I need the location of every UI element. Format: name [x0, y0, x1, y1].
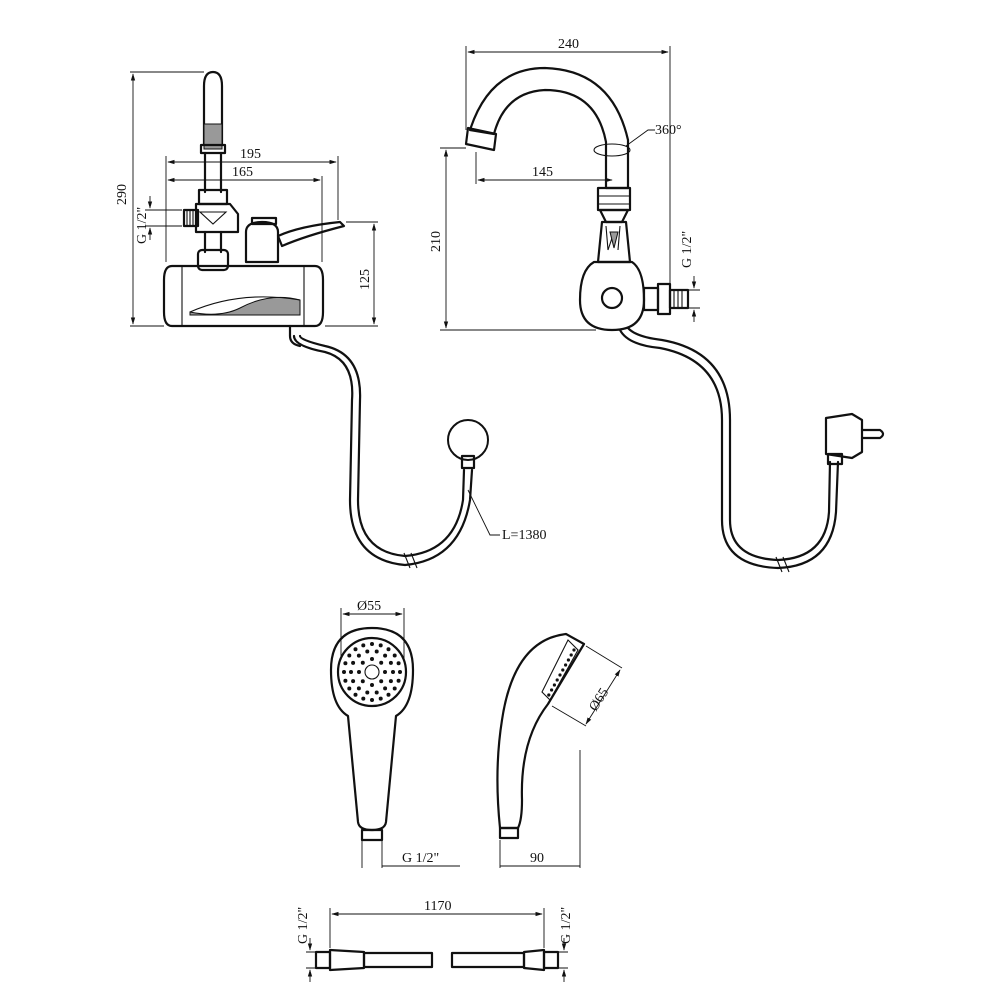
spray-hole	[383, 686, 388, 691]
spray-hole	[388, 679, 393, 684]
spray-hole	[370, 698, 374, 702]
spray-hole	[379, 660, 384, 665]
spray-hole	[361, 643, 366, 648]
spray-hole	[383, 653, 388, 658]
spray-hole	[360, 660, 365, 665]
side-spray-hole	[566, 658, 571, 662]
hose-right-ferrule	[522, 948, 546, 972]
dim-front-outer-width: 195	[240, 147, 261, 162]
dim-head-thread: G 1/2"	[402, 851, 439, 866]
spray-hole	[357, 670, 361, 674]
side-spray-hole	[555, 678, 559, 682]
spray-hole	[365, 649, 370, 654]
spray-hole	[378, 643, 383, 648]
front-view: L=1380 290 195 165 G 1/2" 125	[115, 70, 546, 569]
spray-hole	[386, 692, 391, 697]
side-heater-body	[578, 260, 646, 332]
spray-hole	[391, 670, 395, 674]
spray-hole	[351, 660, 356, 665]
dim-front-inner-width: 165	[232, 165, 253, 180]
front-shower-ball	[447, 419, 489, 461]
dim-side-spout-reach: 145	[532, 165, 553, 180]
spray-hole	[343, 678, 348, 683]
side-spray-hole	[569, 653, 573, 657]
front-valve-block	[194, 202, 240, 234]
side-plug	[824, 412, 864, 460]
side-inlet-thread	[668, 288, 690, 310]
side-spray-holes	[547, 648, 576, 697]
shower-side-thread	[498, 826, 520, 840]
dim-side-rotation: 360°	[655, 123, 682, 138]
spray-hole	[351, 679, 356, 684]
side-power-cord	[618, 328, 840, 570]
spray-hole	[356, 686, 361, 691]
dim-head-side-diameter: Ø65	[587, 686, 613, 714]
spray-hole	[353, 692, 358, 697]
dim-front-total-height: 290	[115, 184, 130, 205]
front-heater-body	[162, 264, 325, 328]
shower-head-side: Ø65 90	[496, 632, 623, 868]
dim-side-inlet-thread: G 1/2"	[680, 231, 695, 268]
dim-side-width: 240	[558, 37, 579, 52]
side-spray-hole	[550, 688, 554, 692]
front-spout	[202, 70, 224, 147]
spray-hole	[347, 653, 352, 658]
hose-right-section	[450, 951, 526, 969]
side-spray-hole	[547, 693, 551, 697]
dim-side-height: 210	[429, 231, 444, 252]
spray-hole	[365, 690, 370, 695]
shower-head-front: Ø55 G 1/2"	[329, 599, 460, 868]
front-power-cord	[292, 334, 474, 567]
spray-hole	[379, 679, 384, 684]
spray-hole	[343, 661, 348, 666]
side-spray-hole	[552, 683, 557, 687]
side-curved-spout	[468, 66, 630, 190]
spray-hole	[396, 661, 401, 666]
spray-hole	[374, 649, 379, 654]
spray-hole	[383, 670, 387, 674]
spray-hole	[378, 696, 383, 701]
spray-hole	[392, 686, 397, 691]
hose-left-section	[362, 951, 434, 969]
side-spray-hole	[564, 663, 568, 667]
hose-left-nut	[314, 950, 332, 970]
spray-hole	[374, 690, 379, 695]
spray-hole	[370, 657, 374, 661]
side-spray-hole	[561, 668, 565, 672]
front-lever	[244, 220, 280, 264]
dim-head-diameter: Ø55	[357, 599, 381, 614]
spray-hole	[356, 653, 361, 658]
dim-front-body-height: 125	[358, 269, 373, 290]
dim-shower-hose-length: 1170	[424, 899, 451, 914]
hose-right-nut	[542, 950, 560, 970]
spray-hole	[347, 686, 352, 691]
spray-hole	[392, 653, 397, 658]
dim-hose-thread-right: G 1/2"	[559, 907, 574, 944]
front-inlet-thread	[182, 208, 200, 228]
dim-head-side-depth: 90	[530, 851, 544, 866]
side-spray-hole	[572, 648, 576, 652]
spray-hole	[349, 670, 353, 674]
spray-hole	[396, 678, 401, 683]
spray-hole	[398, 670, 402, 674]
shower-hose: 1170 G 1/2" G 1/2"	[296, 899, 574, 982]
spray-hole	[360, 679, 365, 684]
spray-holes	[342, 642, 402, 702]
spray-hole	[370, 683, 374, 687]
spray-hole	[388, 660, 393, 665]
side-view: 360° 240 145 210	[429, 37, 885, 573]
hose-left-ferrule	[328, 948, 366, 972]
dim-hose-thread-left: G 1/2"	[296, 907, 311, 944]
shower-head-thread	[360, 828, 384, 842]
side-spray-hole	[558, 673, 562, 677]
dim-hose-length: L=1380	[502, 528, 546, 543]
spray-hole	[353, 647, 358, 652]
front-spout-aerator	[203, 123, 223, 150]
spray-hole	[342, 670, 346, 674]
spray-hole	[370, 642, 374, 646]
dim-front-inlet-thread: G 1/2"	[135, 207, 150, 244]
spray-hole	[386, 647, 391, 652]
spray-hole	[361, 696, 366, 701]
